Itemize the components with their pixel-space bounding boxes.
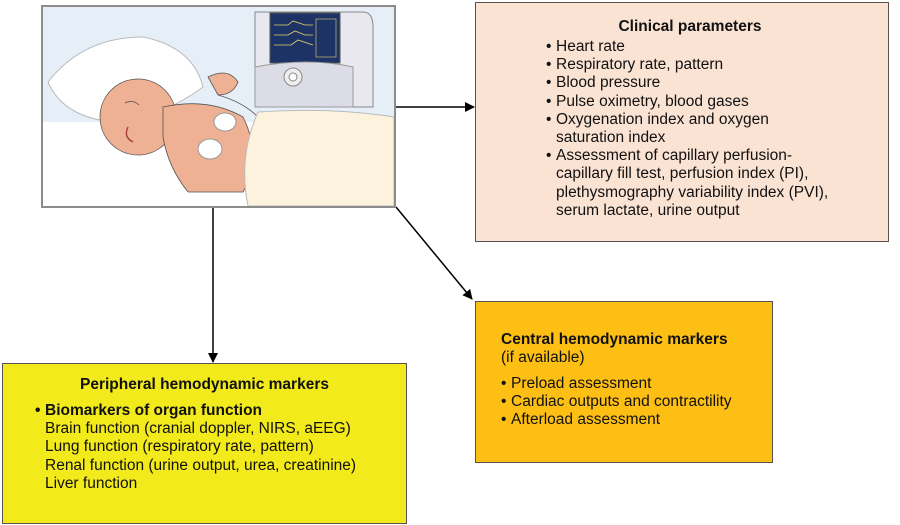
clinical-parameter-continuation: plethysmography variability index (PVI), — [546, 184, 828, 202]
central-marker-item: •Afterload assessment — [501, 411, 732, 429]
clinical-parameter-item: •Assessment of capillary perfusion- — [546, 147, 828, 165]
bedside-monitor-icon — [254, 11, 374, 108]
clinical-parameters-title: Clinical parameters — [618, 18, 762, 35]
list-item-text: Heart rate — [556, 38, 625, 55]
list-item-text: plethysmography variability index (PVI), — [556, 183, 829, 201]
peripheral-hemodynamic-markers-box: Peripheral hemodynamic markers •Biomarke… — [2, 363, 407, 524]
clinical-parameter-continuation: saturation index — [546, 129, 828, 147]
bullet-icon: • — [501, 393, 507, 411]
bullet-icon: • — [35, 402, 41, 419]
bullet-icon: • — [546, 92, 552, 110]
clinical-parameter-continuation: serum lactate, urine output — [546, 202, 828, 220]
bullet-icon: • — [501, 375, 507, 392]
bullet-icon: • — [501, 411, 507, 429]
bullet-icon: • — [546, 74, 552, 92]
infant-icon — [99, 72, 259, 193]
infant-monitoring-illustration — [41, 5, 396, 208]
list-item-text: Blood pressure — [556, 74, 661, 92]
clinical-parameter-item: •Oxygenation index and oxygen — [546, 111, 828, 129]
peripheral-marker-item: Liver function — [35, 475, 356, 493]
clinical-parameter-item: •Blood pressure — [546, 74, 828, 92]
peripheral-marker-item: Renal function (urine output, urea, crea… — [35, 457, 356, 475]
peripheral-marker-item: Lung function (respiratory rate, pattern… — [35, 438, 356, 456]
list-item-text: Biomarkers of organ function — [45, 402, 263, 419]
central-marker-item: •Cardiac outputs and contractility — [501, 393, 732, 411]
clinical-parameter-continuation: capillary fill test, perfusion index (PI… — [546, 165, 828, 183]
list-item-text: capillary fill test, perfusion index (PI… — [556, 165, 809, 183]
list-item-text: Afterload assessment — [511, 411, 661, 429]
bullet-icon: • — [546, 38, 552, 55]
clinical-parameter-item: •Heart rate — [546, 38, 828, 56]
central-markers-title: Central hemodynamic markers — [501, 331, 728, 348]
list-item-text: Lung function (respiratory rate, pattern… — [45, 438, 314, 456]
bullet-icon: • — [546, 147, 552, 165]
clinical-parameters-box: Clinical parameters •Heart rate•Respirat… — [475, 2, 889, 242]
list-item-text: Renal function (urine output, urea, crea… — [45, 456, 357, 474]
central-hemodynamic-markers-box: Central hemodynamic markers (if availabl… — [475, 301, 773, 463]
list-item-text: Assessment of capillary perfusion- — [556, 147, 793, 165]
bullet-icon: • — [546, 110, 552, 128]
list-item-text: Brain function (cranial doppler, NIRS, a… — [45, 420, 351, 438]
peripheral-markers-title: Peripheral hemodynamic markers — [80, 376, 329, 393]
list-item-text: Pulse oximetry, blood gases — [556, 92, 749, 110]
list-item-text: Respiratory rate, pattern — [556, 56, 724, 74]
peripheral-marker-heading: •Biomarkers of organ function — [35, 402, 356, 420]
central-markers-list: •Preload assessment•Cardiac outputs and … — [501, 375, 732, 430]
central-marker-item: •Preload assessment — [501, 375, 732, 393]
arrow-to-central — [395, 206, 473, 300]
peripheral-marker-item: Brain function (cranial doppler, NIRS, a… — [35, 420, 356, 438]
clinical-parameter-item: •Respiratory rate, pattern — [546, 56, 828, 74]
clinical-parameters-list: •Heart rate•Respiratory rate, pattern•Bl… — [546, 38, 828, 220]
clinical-parameter-item: •Pulse oximetry, blood gases — [546, 93, 828, 111]
bullet-icon: • — [546, 56, 552, 74]
list-item-text: Preload assessment — [511, 375, 652, 392]
list-item-text: serum lactate, urine output — [556, 201, 740, 219]
list-item-text: saturation index — [556, 129, 666, 147]
list-item-text: Liver function — [45, 474, 138, 492]
central-markers-subtitle: (if available) — [501, 349, 585, 366]
list-item-text: Oxygenation index and oxygen — [556, 110, 769, 128]
list-item-text: Cardiac outputs and contractility — [511, 393, 732, 411]
